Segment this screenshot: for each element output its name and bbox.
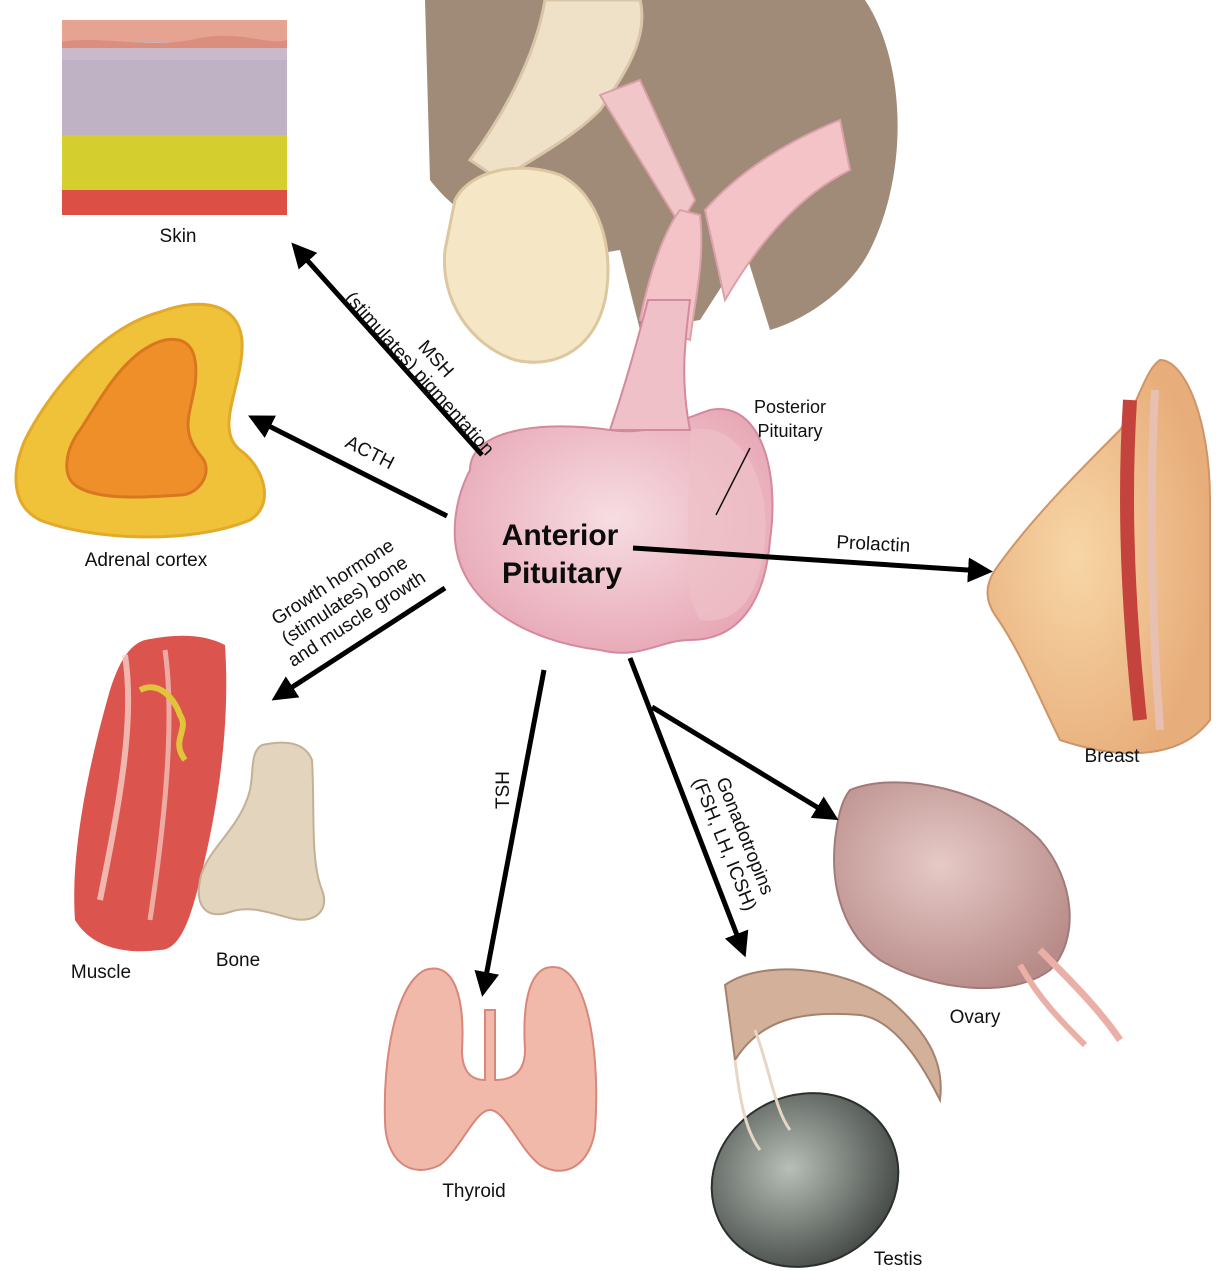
anterior-pituitary-label-line2: Pituitary: [502, 557, 622, 590]
arrow-tsh: [484, 670, 544, 987]
breast-label: Breast: [1085, 746, 1141, 767]
testis-illustration: [683, 969, 941, 1271]
tsh-label: TSH: [493, 771, 514, 809]
prolactin-label: Prolactin: [836, 532, 911, 557]
adrenal-cortex-illustration: [16, 304, 264, 537]
skin-illustration: [62, 20, 287, 215]
anterior-pituitary-label-line1: Anterior: [502, 519, 619, 552]
breast-illustration: [988, 360, 1211, 753]
bone-label: Bone: [216, 950, 260, 971]
testis-label: Testis: [874, 1249, 923, 1270]
thyroid-illustration: [385, 967, 596, 1171]
skin-label: Skin: [160, 226, 197, 247]
posterior-pituitary-label-line2: Pituitary: [757, 421, 822, 441]
muscle-label: Muscle: [71, 962, 131, 983]
adrenal-cortex-label: Adrenal cortex: [85, 550, 208, 571]
ovary-label: Ovary: [950, 1007, 1001, 1028]
posterior-pituitary-label-line1: Posterior: [754, 397, 826, 417]
thyroid-label: Thyroid: [442, 1181, 505, 1202]
